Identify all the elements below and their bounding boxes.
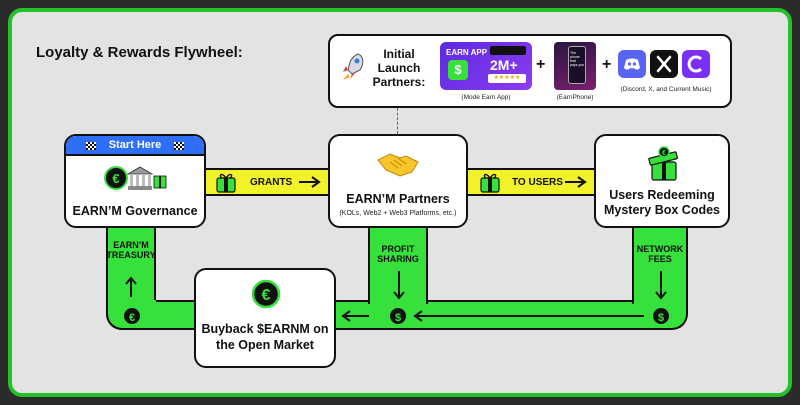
svg-text:€: € (662, 150, 666, 157)
partners-title: EARN’M Partners (346, 192, 450, 206)
buyback-title-line-2: the Open Market (216, 337, 314, 352)
rating-stars: ★★★★★ (488, 74, 526, 83)
profit-label-2: SHARING (377, 254, 419, 265)
bank-icon: € (104, 166, 167, 190)
buyback-title: Buyback $EARNM on the Open Market (196, 322, 334, 353)
buyback-title-line-1: Buyback $EARNM on (201, 322, 329, 336)
partners-subtitle: (KOLs, Web2 + Web3 Platforms, etc.) (339, 210, 457, 217)
users-title-line-2: Mystery Box Codes (603, 203, 720, 217)
earnphone-text: The phone that pays you (570, 51, 585, 67)
profit-sharing-label: PROFIT SHARING (368, 244, 428, 265)
bottom-pipe-inner-2 (428, 300, 632, 302)
svg-text:€: € (112, 171, 119, 186)
plus-sign-2: + (602, 56, 612, 73)
governance-title: EARN’M Governance (72, 204, 198, 218)
socials-caption: (Discord, X, and Current Music) (620, 86, 712, 93)
label-line-1: Initial (383, 47, 415, 61)
handshake-icon (377, 153, 419, 177)
users-title: Users Redeeming Mystery Box Codes (596, 188, 728, 218)
gift-box-icon-2 (480, 173, 500, 193)
to-users-arrow-icon (565, 176, 587, 188)
earn-app-caption: (Mode Earn App) (461, 94, 511, 101)
mode-earn-app-logo: EARN APP $ 2M+ ★★★★★ (440, 42, 532, 90)
fees-label-1: NETWORK (636, 244, 684, 254)
network-fees-label: NETWORK FEES (632, 244, 688, 265)
grants-arrow-icon (299, 176, 321, 188)
treasury-label: EARN’M TREASURY (106, 240, 156, 261)
downloads-badge: 2M+ (490, 57, 518, 73)
earnphone-logo: The phone that pays you (554, 42, 596, 90)
buyback-card: € Buyback $EARNM on the Open Market (194, 268, 336, 368)
profit-label-1: PROFIT (381, 244, 415, 254)
gift-box-icon (216, 173, 236, 193)
checkered-flag-left-icon (86, 142, 96, 150)
fees-label-2: FEES (648, 254, 672, 265)
earnm-coin-icon: € (122, 306, 142, 326)
mystery-box-icon: € (648, 146, 678, 181)
users-card: € Users Redeeming Mystery Box Codes (594, 134, 730, 228)
treasury-label-2: TREASURY (106, 250, 156, 261)
label-line-3: Partners: (372, 74, 426, 89)
checkered-flag-right-icon (174, 142, 184, 150)
earnm-coin-large-icon: € (251, 279, 281, 309)
dollar-coin-icon: $ (388, 306, 408, 326)
partners-connector (397, 108, 398, 134)
discord-icon (618, 50, 646, 78)
treasury-label-1: EARN’M (113, 240, 149, 250)
label-line-2: Launch (377, 60, 421, 75)
diagram-title: Loyalty & Rewards Flywheel: (36, 44, 243, 61)
governance-card: Start Here € EARN’M Governance (64, 134, 206, 228)
svg-text:€: € (262, 287, 271, 304)
users-title-line-1: Users Redeeming (609, 188, 715, 202)
plus-sign-1: + (536, 56, 546, 73)
bottom-pipe-inner-3 (156, 300, 158, 302)
x-logo-icon (650, 50, 678, 78)
treasury-up-arrow-icon (125, 276, 137, 297)
dollar-coin-icon-2: $ (651, 306, 671, 326)
start-here-label: Start Here (108, 139, 162, 151)
store-badge (490, 46, 526, 55)
grants-label: GRANTS (250, 177, 293, 188)
earn-app-text: EARN APP (446, 48, 488, 57)
bottom-left-arrow-icon-1 (341, 310, 369, 322)
start-here-banner: Start Here (66, 136, 204, 156)
to-users-label: TO USERS (512, 177, 563, 188)
earnphone-caption: (EarnPhone) (556, 94, 594, 101)
bottom-left-arrow-icon-2 (413, 310, 644, 322)
earnphone-screen (568, 46, 586, 84)
rocket-icon (343, 53, 364, 80)
current-music-icon (682, 50, 710, 78)
profit-down-arrow-icon (393, 271, 405, 300)
launch-partners-label: Initial Launch Partners: (366, 47, 432, 89)
fees-down-arrow-icon (655, 271, 667, 300)
partners-card: EARN’M Partners (KOLs, Web2 + Web3 Platf… (328, 134, 468, 228)
dollar-tile-icon: $ (448, 60, 468, 80)
